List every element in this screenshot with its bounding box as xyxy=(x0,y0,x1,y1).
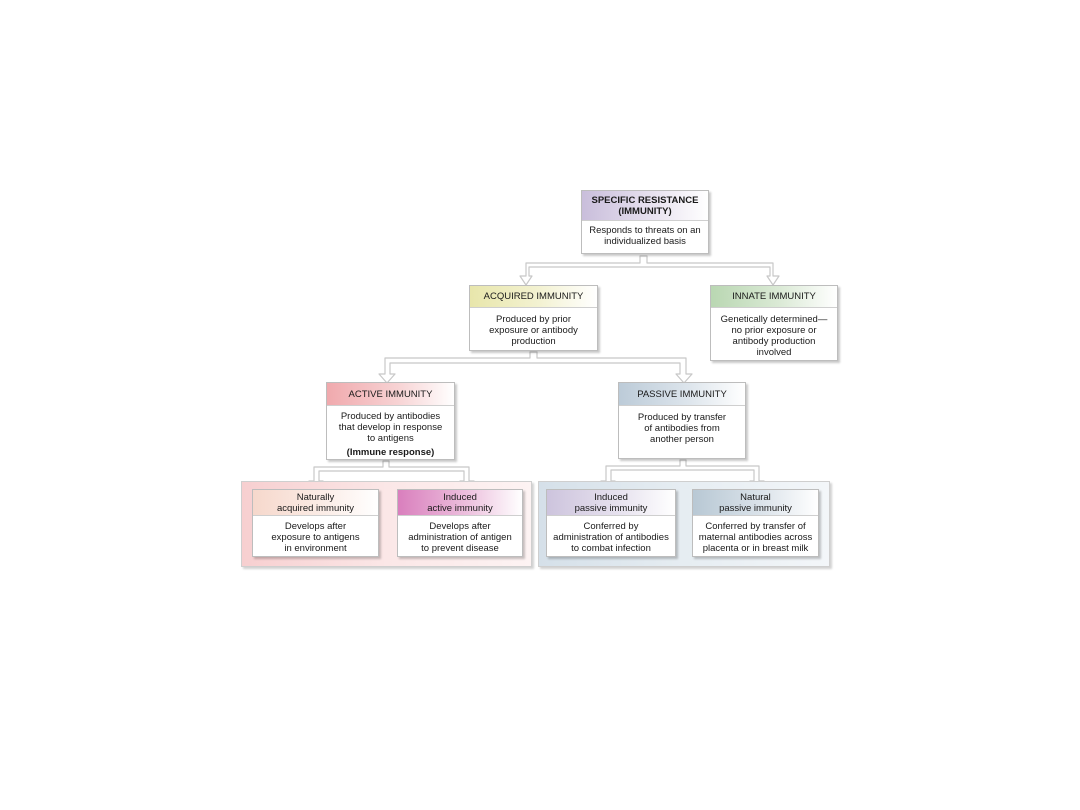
natural-passive-immunity-description: Conferred by transfer of maternal antibo… xyxy=(698,521,813,554)
induced-active-immunity-title: Induced active immunity xyxy=(398,490,522,516)
naturally-acquired-immunity-box: Naturally acquired immunity Develops aft… xyxy=(252,489,379,557)
naturally-acquired-immunity-title: Naturally acquired immunity xyxy=(253,490,378,516)
naturally-acquired-immunity-description: Develops after exposure to antigens in e… xyxy=(271,521,360,554)
innate-immunity-description: Genetically determined— no prior exposur… xyxy=(720,314,828,358)
acquired-immunity-title: ACQUIRED IMMUNITY xyxy=(470,286,597,308)
induced-active-immunity-box: Induced active immunity Develops after a… xyxy=(397,489,523,557)
passive-immunity-description: Produced by transfer of antibodies from … xyxy=(637,412,727,445)
induced-passive-immunity-box: Induced passive immunity Conferred by ad… xyxy=(546,489,676,557)
natural-passive-immunity-title: Natural passive immunity xyxy=(693,490,818,516)
active-immunity-title: ACTIVE IMMUNITY xyxy=(327,383,454,406)
induced-active-immunity-description: Develops after administration of antigen… xyxy=(408,521,512,554)
innate-immunity-title: INNATE IMMUNITY xyxy=(711,286,837,308)
induced-passive-immunity-title: Induced passive immunity xyxy=(547,490,675,516)
immune-response-label: (Immune response) xyxy=(346,447,435,458)
arrow-acquired-to-children xyxy=(378,351,693,384)
active-immunity-body: Produced by antibodies that develop in r… xyxy=(327,406,454,462)
induced-passive-immunity-description: Conferred by administration of antibodie… xyxy=(553,521,669,554)
active-immunity-box: ACTIVE IMMUNITY Produced by antibodies t… xyxy=(326,382,455,460)
specific-resistance-description: Responds to threats on an individualized… xyxy=(589,225,701,247)
active-immunity-description: Produced by antibodies that develop in r… xyxy=(338,411,443,444)
specific-resistance-box: SPECIFIC RESISTANCE (IMMUNITY) Responds … xyxy=(581,190,709,254)
passive-immunity-box: PASSIVE IMMUNITY Produced by transfer of… xyxy=(618,382,746,459)
natural-passive-immunity-box: Natural passive immunity Conferred by tr… xyxy=(692,489,819,557)
passive-immunity-title: PASSIVE IMMUNITY xyxy=(619,383,745,406)
acquired-immunity-description: Produced by prior exposure or antibody p… xyxy=(489,314,578,347)
acquired-immunity-box: ACQUIRED IMMUNITY Produced by prior expo… xyxy=(469,285,598,351)
arrow-specific-to-children xyxy=(519,255,780,286)
innate-immunity-box: INNATE IMMUNITY Genetically determined— … xyxy=(710,285,838,361)
specific-resistance-title: SPECIFIC RESISTANCE (IMMUNITY) xyxy=(582,191,708,221)
